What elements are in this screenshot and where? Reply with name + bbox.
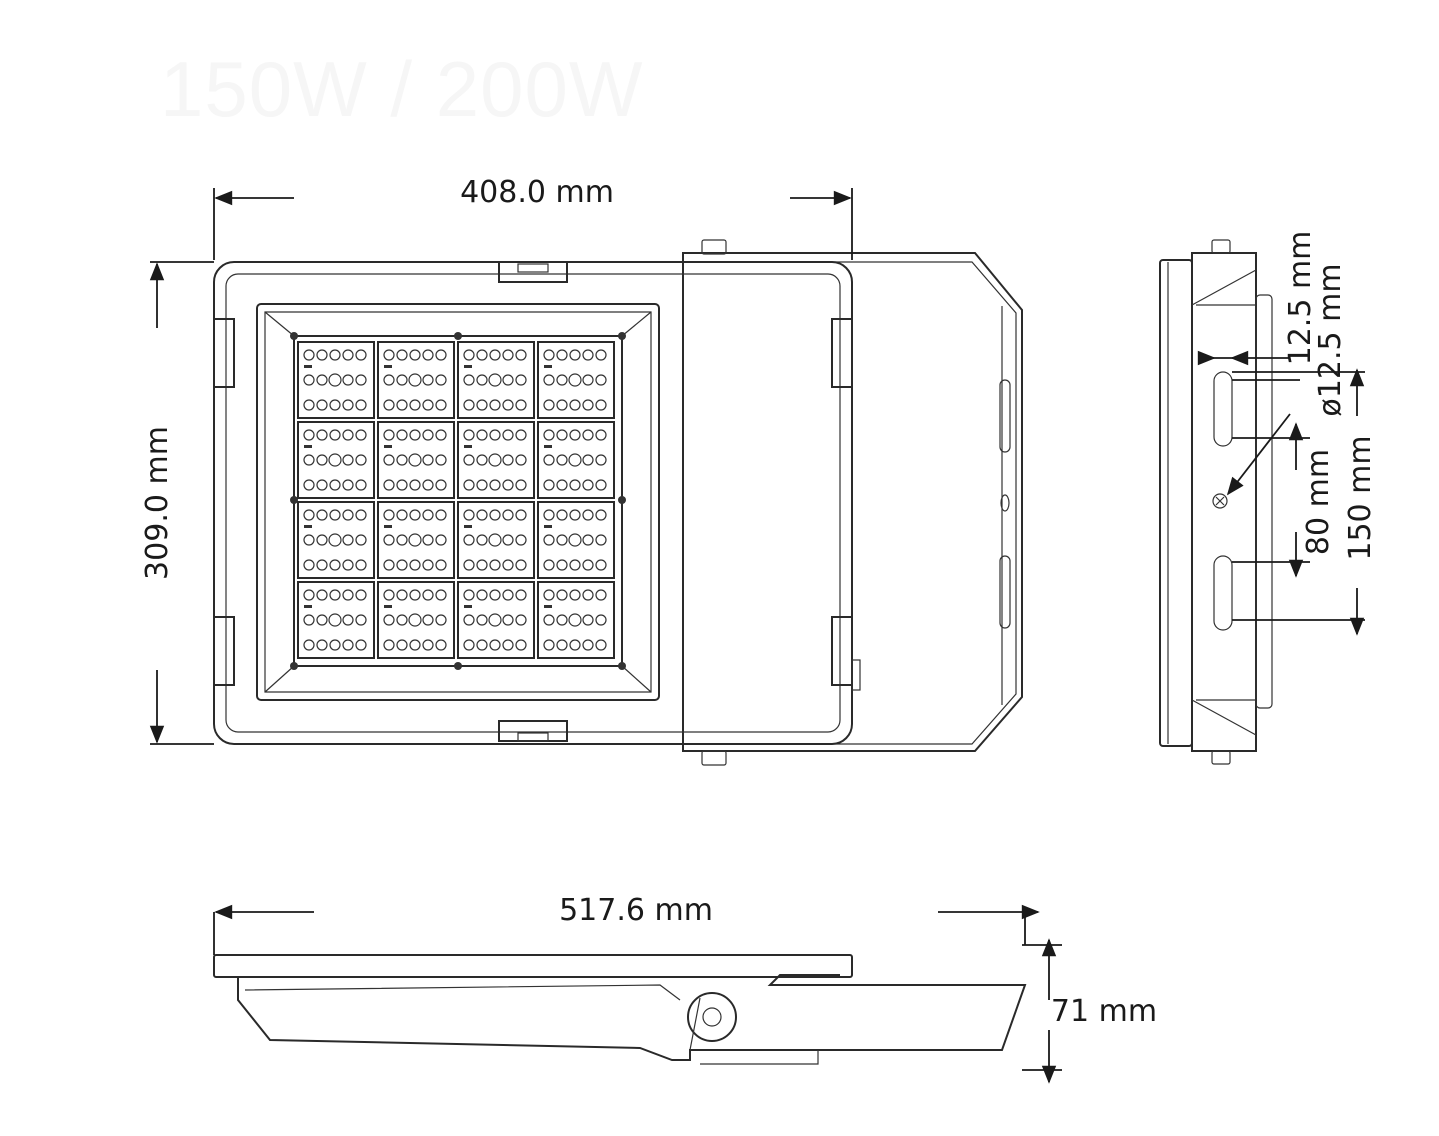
screw-icon bbox=[454, 662, 462, 670]
dim-side-150: 150 mm bbox=[1343, 435, 1378, 560]
watermark-title: 150W / 200W bbox=[160, 45, 644, 133]
screw-icon bbox=[290, 662, 298, 670]
dim-side-80: 80 mm bbox=[1301, 449, 1336, 555]
dimension-lines bbox=[149, 188, 1365, 1084]
led-module bbox=[537, 581, 615, 659]
profile-view bbox=[213, 954, 1027, 1065]
led-module bbox=[297, 421, 375, 499]
screw-icon bbox=[618, 496, 626, 504]
led-module bbox=[377, 341, 455, 419]
led-module bbox=[457, 581, 535, 659]
led-module bbox=[457, 341, 535, 419]
screw-icon bbox=[454, 332, 462, 340]
dim-bottom-height: 71 mm bbox=[1051, 994, 1157, 1029]
dim-side-diameter: ø12.5 mm bbox=[1313, 263, 1348, 416]
dim-top-height: 309.0 mm bbox=[140, 426, 175, 580]
led-module bbox=[457, 421, 535, 499]
screw-icon bbox=[290, 496, 298, 504]
front-view bbox=[213, 239, 1023, 766]
led-module bbox=[537, 341, 615, 419]
led-module bbox=[377, 501, 455, 579]
led-module bbox=[297, 341, 375, 419]
optic-frame bbox=[256, 303, 660, 701]
led-module bbox=[537, 501, 615, 579]
led-module bbox=[457, 501, 535, 579]
dim-side-12-5: 12.5 mm bbox=[1283, 231, 1318, 366]
led-module bbox=[377, 581, 455, 659]
bracket-outline bbox=[682, 252, 1023, 752]
screw-icon bbox=[618, 332, 626, 340]
dim-top-width: 408.0 mm bbox=[460, 175, 614, 210]
screw-icon bbox=[290, 332, 298, 340]
led-module bbox=[377, 421, 455, 499]
dim-bottom-width: 517.6 mm bbox=[559, 893, 713, 928]
screw-icon bbox=[618, 662, 626, 670]
led-module bbox=[297, 581, 375, 659]
side-view bbox=[1159, 239, 1273, 765]
led-module-grid bbox=[297, 341, 615, 659]
led-module bbox=[537, 421, 615, 499]
led-module bbox=[297, 501, 375, 579]
